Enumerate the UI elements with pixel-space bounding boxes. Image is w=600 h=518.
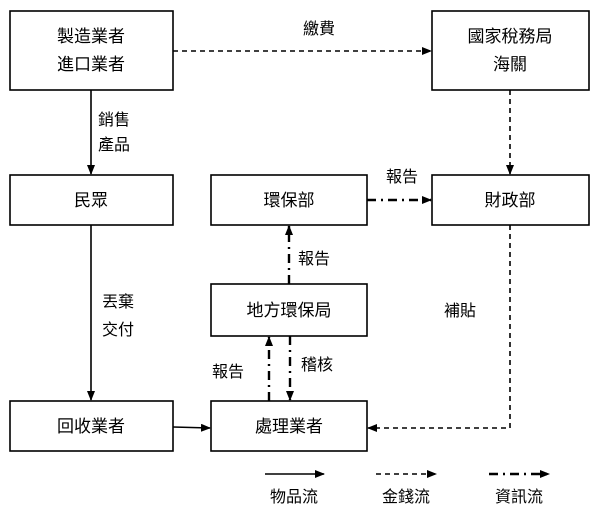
node-recycler-label: 回收業者 xyxy=(57,417,125,437)
node-tax-bureau-line2: 海關 xyxy=(493,55,527,75)
edge-subsidy-label: 補貼 xyxy=(444,301,476,320)
legend-info-label: 資訊流 xyxy=(495,487,543,506)
edge-report-processor-to-local-label: 報告 xyxy=(212,362,244,381)
legend-goods-label: 物品流 xyxy=(270,487,318,506)
node-epa-ministry-label: 環保部 xyxy=(264,191,315,211)
edge-discard-deliver-label-1: 丟棄 xyxy=(102,292,134,311)
node-manufacturer: 製造業者 進口業者 xyxy=(9,10,174,91)
edge-sell-products-label-1: 銷售 xyxy=(98,110,130,129)
legend: 物品流 金錢流 資訊流 xyxy=(265,470,550,506)
node-local-epa-label: 地方環保局 xyxy=(247,301,332,321)
edge-report-epa-to-finance-label: 報告 xyxy=(386,167,418,186)
node-tax-bureau: 國家稅務局 海關 xyxy=(431,10,590,91)
node-epa-ministry: 環保部 xyxy=(210,174,368,226)
edge-audit-label: 稽核 xyxy=(301,355,333,374)
node-finance-ministry: 財政部 xyxy=(431,174,590,226)
node-processor: 處理業者 xyxy=(210,400,368,452)
node-manufacturer-line1: 製造業者 xyxy=(57,27,125,47)
node-manufacturer-line2: 進口業者 xyxy=(57,55,125,75)
edge-recycler-to-processor xyxy=(172,423,211,432)
edge-report-local-to-epa-label: 報告 xyxy=(298,249,330,268)
edge-subsidy xyxy=(367,225,511,432)
node-public: 民眾 xyxy=(9,174,174,226)
legend-money-label: 金錢流 xyxy=(382,487,430,506)
node-finance-ministry-label: 財政部 xyxy=(485,191,536,211)
node-recycler: 回收業者 xyxy=(9,400,174,452)
node-public-label: 民眾 xyxy=(74,191,108,211)
edge-sell-products-label-2: 產品 xyxy=(98,135,130,154)
node-processor-label: 處理業者 xyxy=(255,417,323,437)
edge-discard-deliver-label-2: 交付 xyxy=(102,320,134,339)
node-local-epa: 地方環保局 xyxy=(210,283,368,337)
edge-pay-fee-label: 繳費 xyxy=(303,19,335,38)
node-tax-bureau-line1: 國家稅務局 xyxy=(468,27,553,47)
